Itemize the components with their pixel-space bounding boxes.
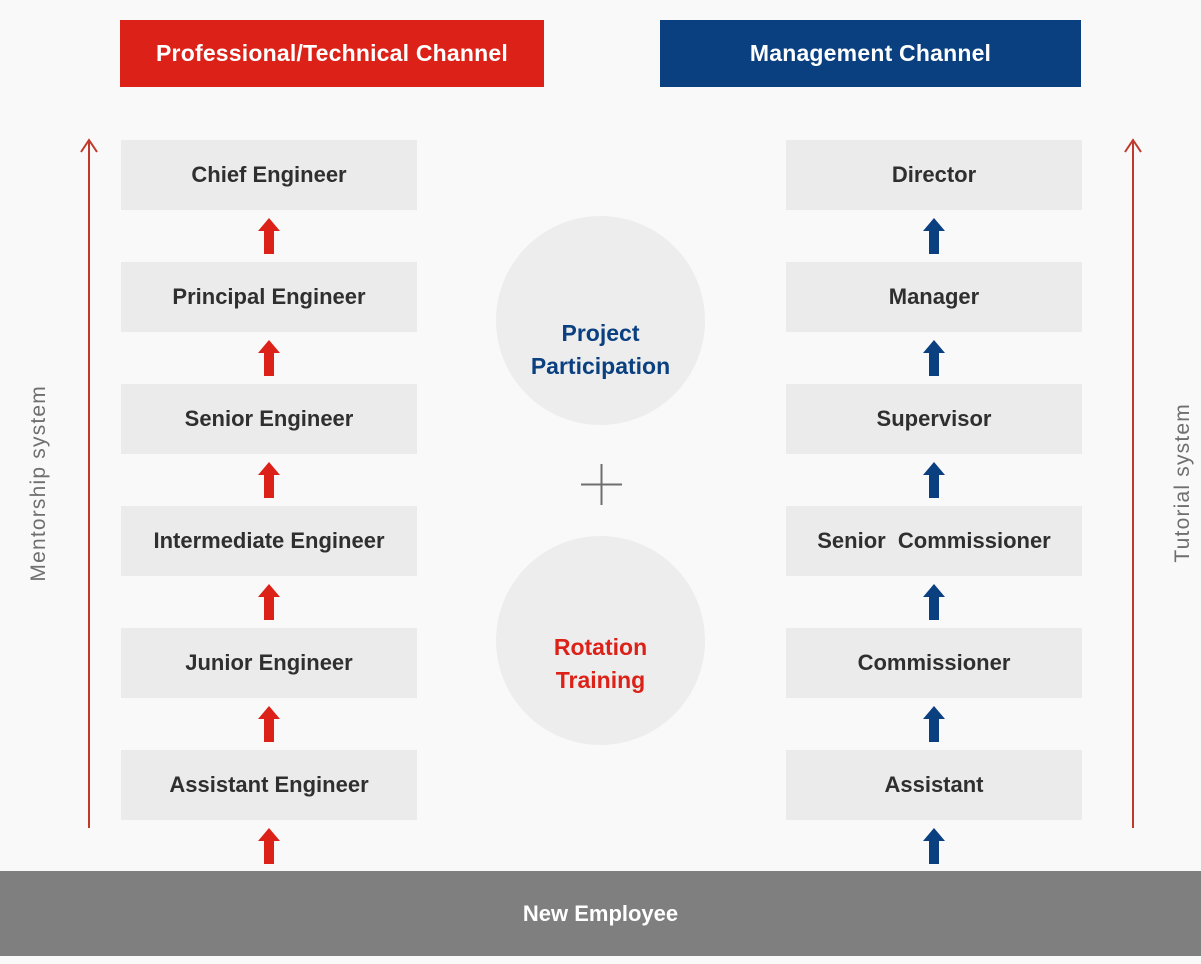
ladder-rung: Assistant — [786, 750, 1082, 820]
rung-label: Chief Engineer — [191, 162, 347, 187]
promotion-arrow-container — [121, 820, 417, 872]
ladder-rung: Supervisor — [786, 384, 1082, 454]
up-arrow-icon — [923, 340, 945, 376]
tutorial-system-label: Tutorial system — [1171, 403, 1194, 563]
channel-header-management-label: Management Channel — [749, 40, 992, 66]
rung-label: Senior Commissioner — [817, 528, 1051, 553]
ladder-rung: Senior Commissioner — [786, 506, 1082, 576]
up-arrow-icon — [258, 218, 280, 254]
rung-label: Director — [891, 162, 977, 187]
rung-label: Intermediate Engineer — [153, 528, 385, 553]
ladder-management: Director Manager Supervisor Senior Commi… — [786, 140, 1082, 872]
promotion-arrow-container — [121, 698, 417, 750]
up-arrow-icon — [923, 706, 945, 742]
rung-label: Manager — [888, 284, 980, 309]
ladder-rung: Principal Engineer — [121, 262, 417, 332]
tutorial-rail-arrow-icon — [1124, 138, 1142, 828]
promotion-arrow-container — [121, 454, 417, 506]
up-arrow-icon — [923, 462, 945, 498]
up-arrow-icon — [923, 584, 945, 620]
base-bar-new-employee: New Employee — [0, 871, 1201, 956]
promotion-arrow-container — [786, 698, 1082, 750]
plus-icon — [581, 464, 622, 505]
rail-tutorial-system: Tutorial system — [1122, 138, 1201, 828]
up-arrow-icon — [258, 828, 280, 864]
ladder-technical: Chief Engineer Principal Engineer Senior… — [121, 140, 417, 872]
project-circle-line1: Project — [561, 319, 640, 346]
up-arrow-icon — [923, 218, 945, 254]
promotion-arrow-container — [786, 576, 1082, 628]
mentorship-rail-arrow-icon — [80, 138, 98, 828]
promotion-arrow-container — [786, 210, 1082, 262]
promotion-arrow-container — [786, 454, 1082, 506]
ladder-rung: Chief Engineer — [121, 140, 417, 210]
promotion-arrow-container — [121, 576, 417, 628]
development-circle-project-participation: Project Participation — [496, 216, 705, 425]
up-arrow-icon — [923, 828, 945, 864]
promotion-arrow-container — [121, 210, 417, 262]
base-bar-label: New Employee — [522, 900, 679, 926]
up-arrow-icon — [258, 584, 280, 620]
up-arrow-icon — [258, 706, 280, 742]
ladder-rung: Senior Engineer — [121, 384, 417, 454]
rung-label: Assistant Engineer — [169, 772, 369, 797]
ladder-rung: Manager — [786, 262, 1082, 332]
rung-label: Senior Engineer — [184, 406, 354, 431]
tutorial-system-label-wrap: Tutorial system — [1164, 138, 1201, 828]
up-arrow-icon — [258, 340, 280, 376]
channel-header-technical: Professional/Technical Channel — [120, 20, 544, 87]
rung-label: Junior Engineer — [185, 650, 353, 675]
ladder-rung: Junior Engineer — [121, 628, 417, 698]
up-arrow-icon — [258, 462, 280, 498]
ladder-rung: Assistant Engineer — [121, 750, 417, 820]
promotion-arrow-container — [786, 820, 1082, 872]
rail-mentorship-system: Mentorship system — [20, 138, 100, 828]
channel-header-technical-label: Professional/Technical Channel — [156, 40, 508, 66]
ladder-rung: Commissioner — [786, 628, 1082, 698]
promotion-arrow-container — [121, 332, 417, 384]
ladder-rung: Intermediate Engineer — [121, 506, 417, 576]
rotation-circle-line1: Rotation — [553, 633, 648, 660]
development-circle-rotation-training: Rotation Training — [496, 536, 705, 745]
rotation-circle-line2: Training — [555, 666, 646, 693]
channel-header-management: Management Channel — [660, 20, 1081, 87]
mentorship-system-label-wrap: Mentorship system — [20, 138, 58, 828]
rung-label: Supervisor — [876, 406, 992, 431]
rung-label: Principal Engineer — [172, 284, 366, 309]
project-circle-line2: Participation — [530, 352, 671, 379]
ladder-rung: Director — [786, 140, 1082, 210]
rung-label: Assistant — [884, 772, 984, 797]
promotion-arrow-container — [786, 332, 1082, 384]
rung-label: Commissioner — [857, 650, 1011, 675]
mentorship-system-label: Mentorship system — [27, 384, 50, 582]
